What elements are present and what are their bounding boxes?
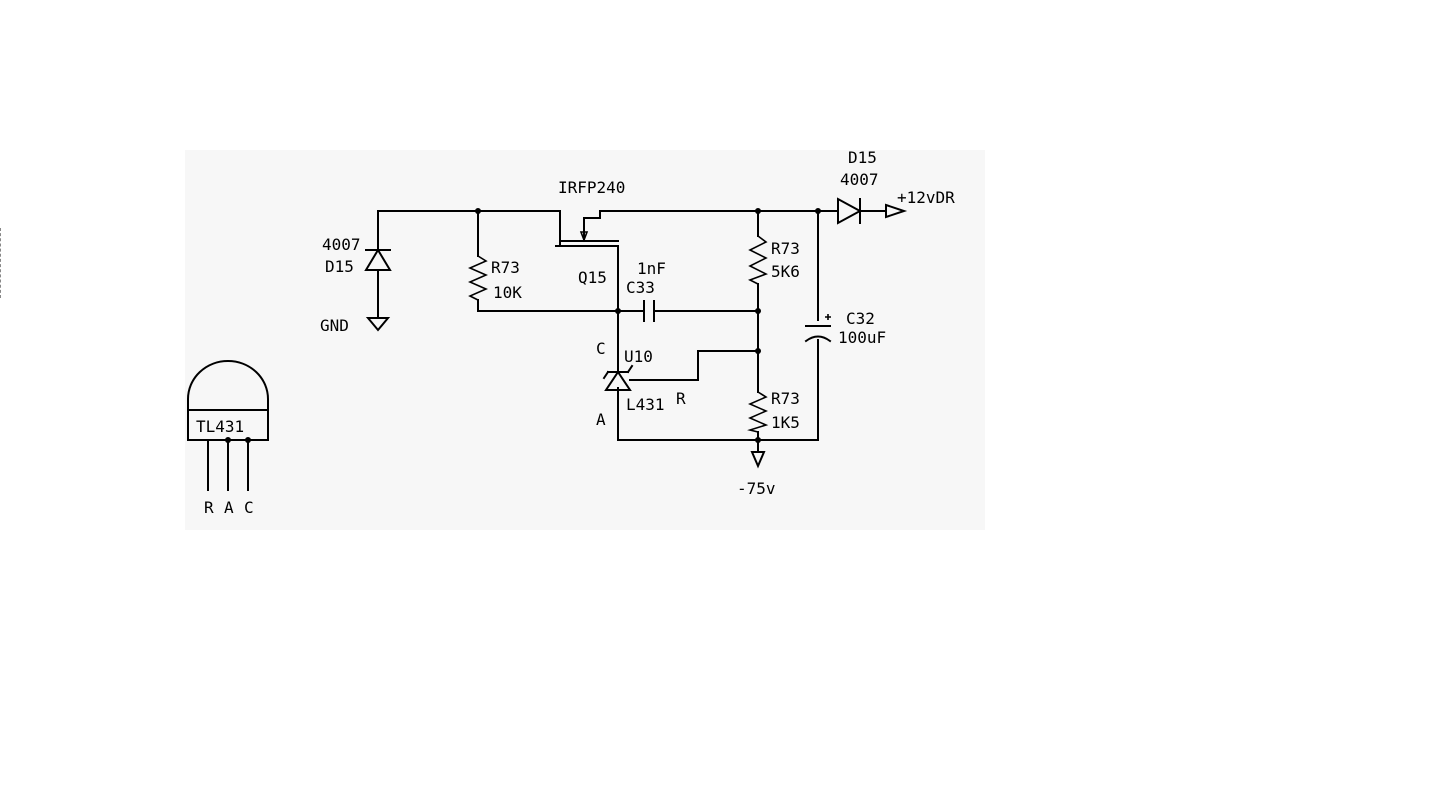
d15-right-ref-label: D15 [848, 148, 877, 167]
r73-5k6-ref-label: R73 [771, 239, 800, 258]
pin-a-label: A [596, 410, 606, 429]
r73-5k6-value-label: 5K6 [771, 262, 800, 281]
package-name-label: TL431 [196, 417, 244, 436]
wires [377, 210, 887, 453]
mosfet-ref-label: Q15 [578, 268, 607, 287]
u10-ref-label: U10 [624, 347, 653, 366]
neg-rail-label: -75v [737, 479, 776, 498]
pin-r-label: R [676, 389, 686, 408]
labels: 4007 D15 GND R73 10K IRFP240 Q15 1nF C33… [196, 148, 955, 517]
r73-1k5-ref-label: R73 [771, 389, 800, 408]
r73-1k5-value-label: 1K5 [771, 413, 800, 432]
d15-left-part-label: 4007 [322, 235, 361, 254]
d15-left-ref-label: D15 [325, 257, 354, 276]
tl431-package [187, 360, 269, 491]
capacitor-c32 [804, 314, 832, 343]
pin-c-label: C [596, 339, 606, 358]
c32-value-label: 100uF [838, 328, 886, 347]
junctions [475, 208, 821, 443]
capacitor-c33 [643, 300, 655, 322]
diode-d15-left [364, 248, 392, 271]
left-edge-artifact [0, 228, 4, 298]
mosfet-part-label: IRFP240 [558, 178, 625, 197]
gnd-label: GND [320, 316, 349, 335]
shunt-regulator-u10 [602, 364, 634, 391]
resistor-r73-5k6 [748, 235, 768, 285]
schematic-background [185, 150, 985, 530]
neg-rail-arrow [750, 451, 766, 469]
package-pin-a-label: A [224, 498, 234, 517]
output-arrow [885, 203, 908, 219]
d15-right-part-label: 4007 [840, 170, 879, 189]
r73-10k-value-label: 10K [493, 283, 522, 302]
diode-d15-right [837, 197, 863, 225]
c33-value-label: 1nF [637, 259, 666, 278]
mosfet-q15 [555, 210, 619, 247]
c32-ref-label: C32 [846, 309, 875, 328]
c33-ref-label: C33 [626, 278, 655, 297]
r73-10k-ref-label: R73 [491, 258, 520, 277]
resistor-r73-10k [468, 255, 488, 301]
gnd-symbol [365, 317, 391, 332]
resistor-r73-1k5 [747, 391, 769, 433]
package-pin-c-label: C [244, 498, 254, 517]
output-rail-label: +12vDR [897, 188, 955, 207]
package-pin-r-label: R [204, 498, 214, 517]
u10-part-label: L431 [626, 395, 665, 414]
